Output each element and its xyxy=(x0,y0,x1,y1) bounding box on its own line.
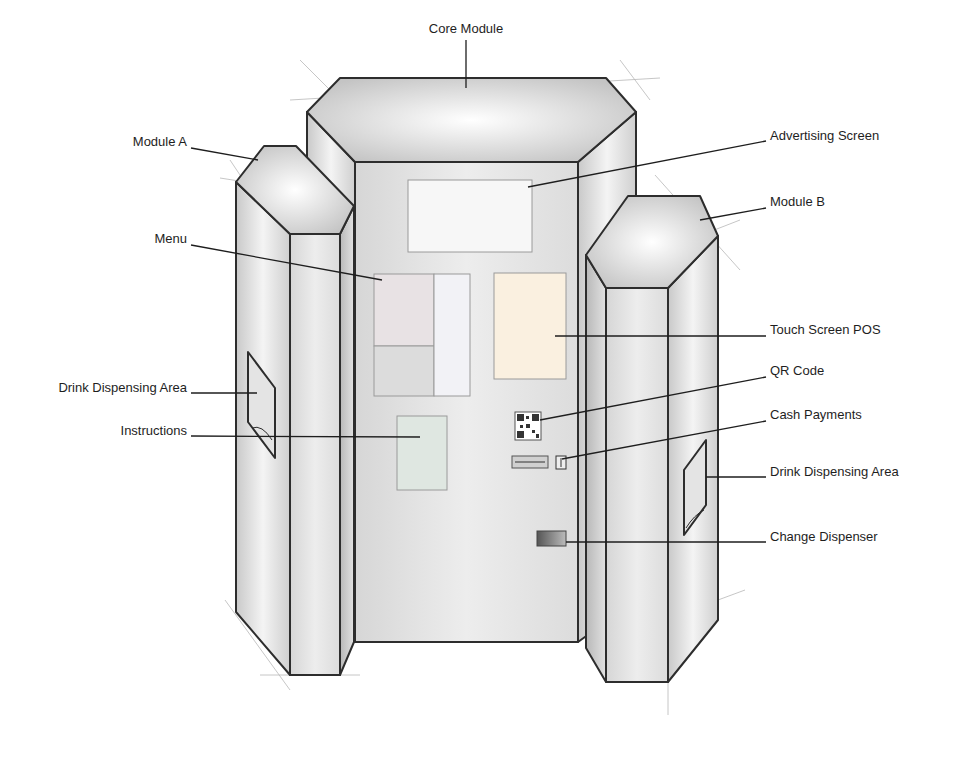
callout-label: Advertising Screen xyxy=(770,128,879,144)
callout-label: Core Module xyxy=(429,21,503,37)
module-a xyxy=(236,146,354,675)
callout-label: Instructions xyxy=(121,423,187,439)
panel-components xyxy=(374,180,566,546)
callout-label: QR Code xyxy=(770,363,824,379)
drink-opening xyxy=(684,440,706,535)
callout-label: Cash Payments xyxy=(770,407,862,423)
callout-label: Menu xyxy=(154,231,187,247)
callout-label: Touch Screen POS xyxy=(770,322,881,338)
module-b xyxy=(586,196,718,682)
leader-lines xyxy=(191,40,766,542)
callout-label: Module A xyxy=(133,134,187,150)
drink-opening xyxy=(248,352,275,458)
callout-label: Module B xyxy=(770,194,825,210)
callout-label: Change Dispenser xyxy=(770,529,878,545)
sketch-guides xyxy=(220,60,745,715)
callout-label: Drink Dispensing Area xyxy=(58,380,187,396)
callout-label: Drink Dispensing Area xyxy=(770,464,899,480)
